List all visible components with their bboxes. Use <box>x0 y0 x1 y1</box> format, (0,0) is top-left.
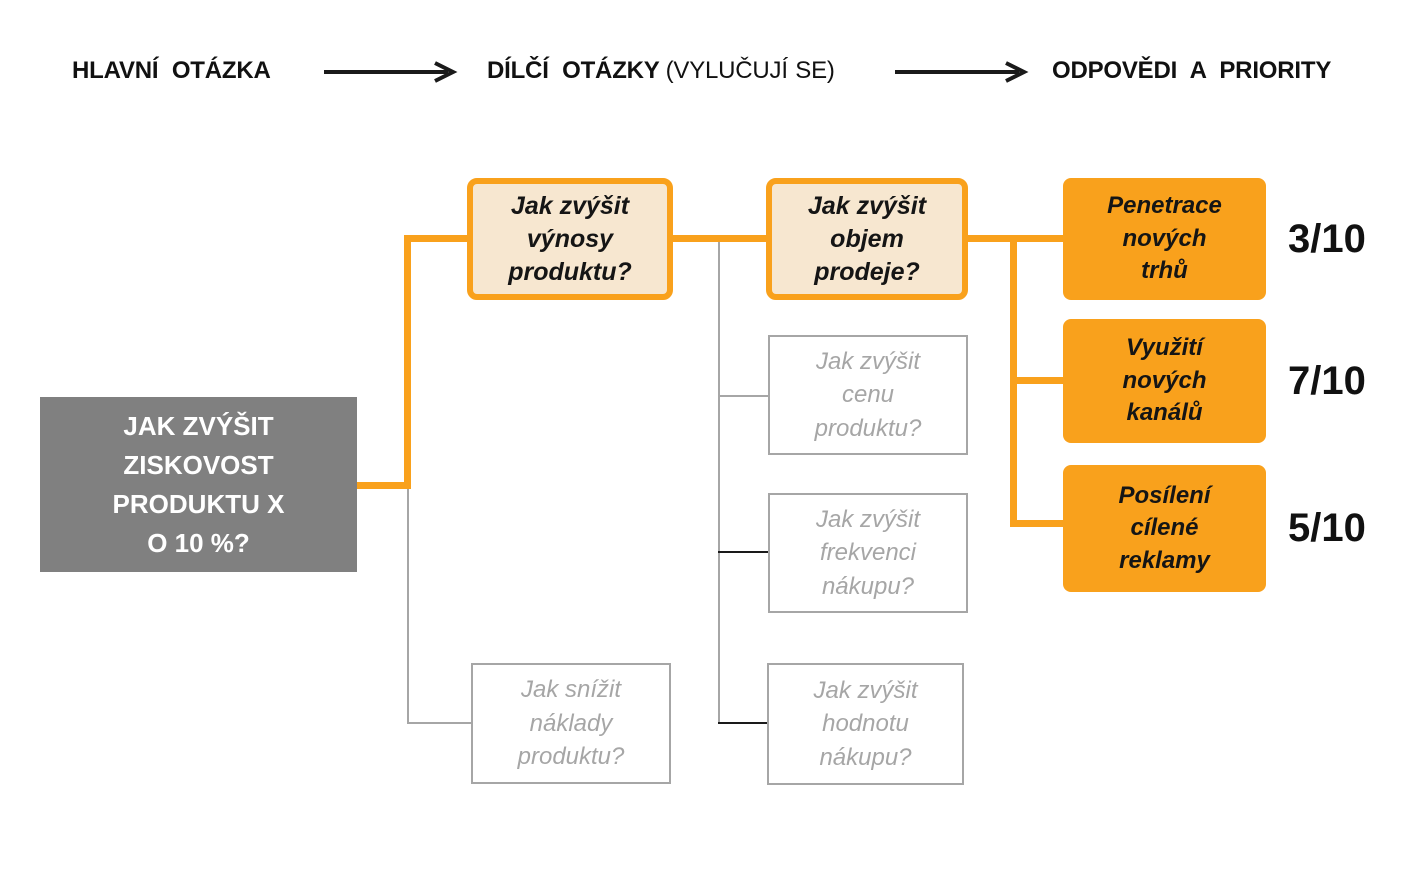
answer-box-market-penetration: Penetrace nových trhů <box>1063 178 1266 300</box>
sub-question-revenue-box: Jak zvýšit výnosy produktu? <box>467 178 673 300</box>
priority-score-1: 3/10 <box>1288 216 1366 261</box>
answer-box-targeted-ads: Posílení cílené reklamy <box>1063 465 1266 592</box>
sub-question-frequency-box: Jak zvýšit frekvenci nákupu? <box>768 493 968 613</box>
sub-question-volume-box: Jak zvýšit objem prodeje? <box>766 178 968 300</box>
answer-box-new-channels: Využití nových kanálů <box>1063 319 1266 443</box>
connector-costs-trunk <box>407 489 409 724</box>
header-sub-questions-note: (VYLUČUJÍ SE) <box>665 57 835 84</box>
flow-arrow-icon <box>895 61 1029 83</box>
root-question-box: JAK ZVÝŠIT ZISKOVOST PRODUKTU X O 10 %? <box>40 397 357 572</box>
connector-to-answer3 <box>1010 520 1065 527</box>
sub-question-value-box: Jak zvýšit hodnotu nákupu? <box>767 663 964 785</box>
header-sub-questions-bold: DÍLČÍ OTÁZKY <box>487 57 660 84</box>
flow-arrow-icon <box>324 61 458 83</box>
priority-score-3: 5/10 <box>1288 506 1366 550</box>
connector-to-value <box>718 722 767 724</box>
connector-revenue-to-volume <box>671 235 768 242</box>
sub-question-costs-box: Jak snížit náklady produktu? <box>471 663 671 784</box>
connector-to-costs <box>407 722 473 724</box>
connector-to-frequency <box>718 551 768 553</box>
connector-root-elbow <box>355 482 408 489</box>
connector-to-price <box>718 395 768 397</box>
connector-to-answer2 <box>1010 377 1065 384</box>
header-answers-priorities: ODPOVĚDI A PRIORITY <box>1052 57 1332 84</box>
connector-to-revenue <box>404 235 469 242</box>
sub-question-price-box: Jak zvýšit cenu produktu? <box>768 335 968 455</box>
header-sub-questions: DÍLČÍ OTÁZKY(VYLUČUJÍ SE) <box>487 57 835 85</box>
header-main-question: HLAVNÍ OTÁZKA <box>72 57 271 84</box>
priority-score-2: 7/10 <box>1288 358 1366 403</box>
connector-root-trunk <box>404 235 411 489</box>
connector-level2-trunk <box>718 242 720 724</box>
